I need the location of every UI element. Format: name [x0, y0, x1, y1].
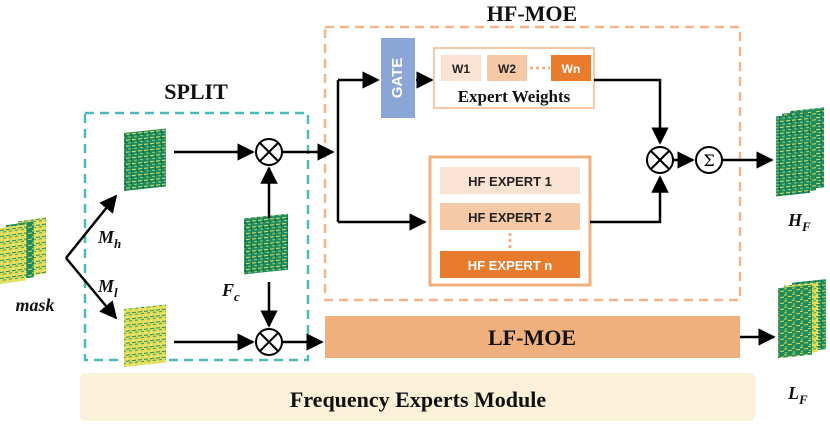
arrow-mask-to-mh — [65, 194, 118, 259]
hf-expert-1-label: HF EXPERT 1 — [468, 174, 552, 189]
lf-output-feature — [778, 279, 826, 359]
weight-w1-label: W1 — [452, 62, 470, 76]
hf-expert-2 — [440, 203, 580, 230]
multiply-node-combine — [646, 146, 674, 174]
arrow-experts-to-combine — [590, 175, 669, 224]
split-title: SPLIT — [164, 79, 228, 104]
hf-expert-2-label: HF EXPERT 2 — [468, 210, 552, 225]
hf-output-feature — [776, 107, 824, 197]
ml-feature-map — [124, 304, 166, 367]
lf-output-label: LF — [787, 383, 808, 407]
split-box — [83, 111, 310, 362]
module-background — [80, 373, 755, 421]
module-title: Frequency Experts Module — [290, 387, 546, 412]
hf-moe-title: HF-MOE — [487, 1, 577, 26]
hf-expert-1 — [440, 167, 580, 194]
fc-label: Fc — [221, 280, 240, 304]
fc-feature-map — [244, 213, 288, 275]
mask-feature-stack — [0, 217, 46, 284]
gate-block — [381, 38, 415, 118]
weight-w2 — [487, 55, 527, 81]
hf-output-label: HF — [787, 210, 811, 234]
hf-expert-n — [440, 251, 580, 278]
mh-label: Mh — [97, 227, 121, 251]
lf-moe-bar — [325, 316, 740, 358]
weight-w2-label: W2 — [498, 62, 516, 76]
multiply-node-top — [255, 138, 283, 166]
arrow-weights-to-combine — [594, 78, 669, 145]
gate-label: GATE — [389, 58, 406, 99]
multiply-node-bottom — [255, 328, 283, 356]
arrow-mask-to-ml — [65, 257, 118, 320]
hf-expert-n-label: HF EXPERT n — [468, 258, 553, 273]
lf-moe-title: LF-MOE — [488, 325, 576, 350]
ml-label: Ml — [97, 276, 118, 300]
weight-wn — [551, 55, 591, 81]
expert-weights-caption: Expert Weights — [458, 87, 571, 106]
mask-label: mask — [15, 295, 54, 315]
mh-feature-map — [124, 128, 166, 191]
weight-w1 — [441, 55, 481, 81]
sum-symbol: Σ — [703, 151, 714, 170]
weight-wn-label: Wn — [562, 62, 581, 76]
